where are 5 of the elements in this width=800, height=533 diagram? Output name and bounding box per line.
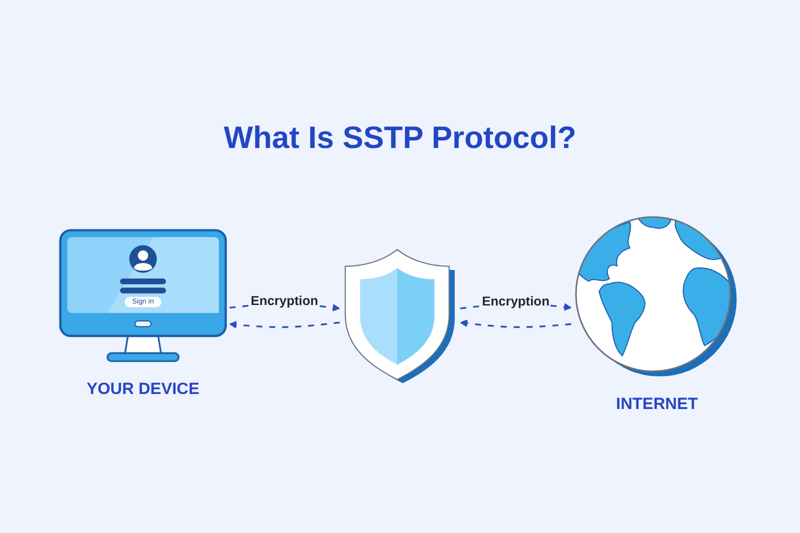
node-label: YOUR DEVICE bbox=[86, 380, 200, 398]
dashed-arrow bbox=[229, 320, 340, 328]
node-label: INTERNET bbox=[616, 394, 698, 413]
dashed-arrow bbox=[460, 319, 572, 328]
title: What Is SSTP Protocol? bbox=[224, 120, 576, 156]
